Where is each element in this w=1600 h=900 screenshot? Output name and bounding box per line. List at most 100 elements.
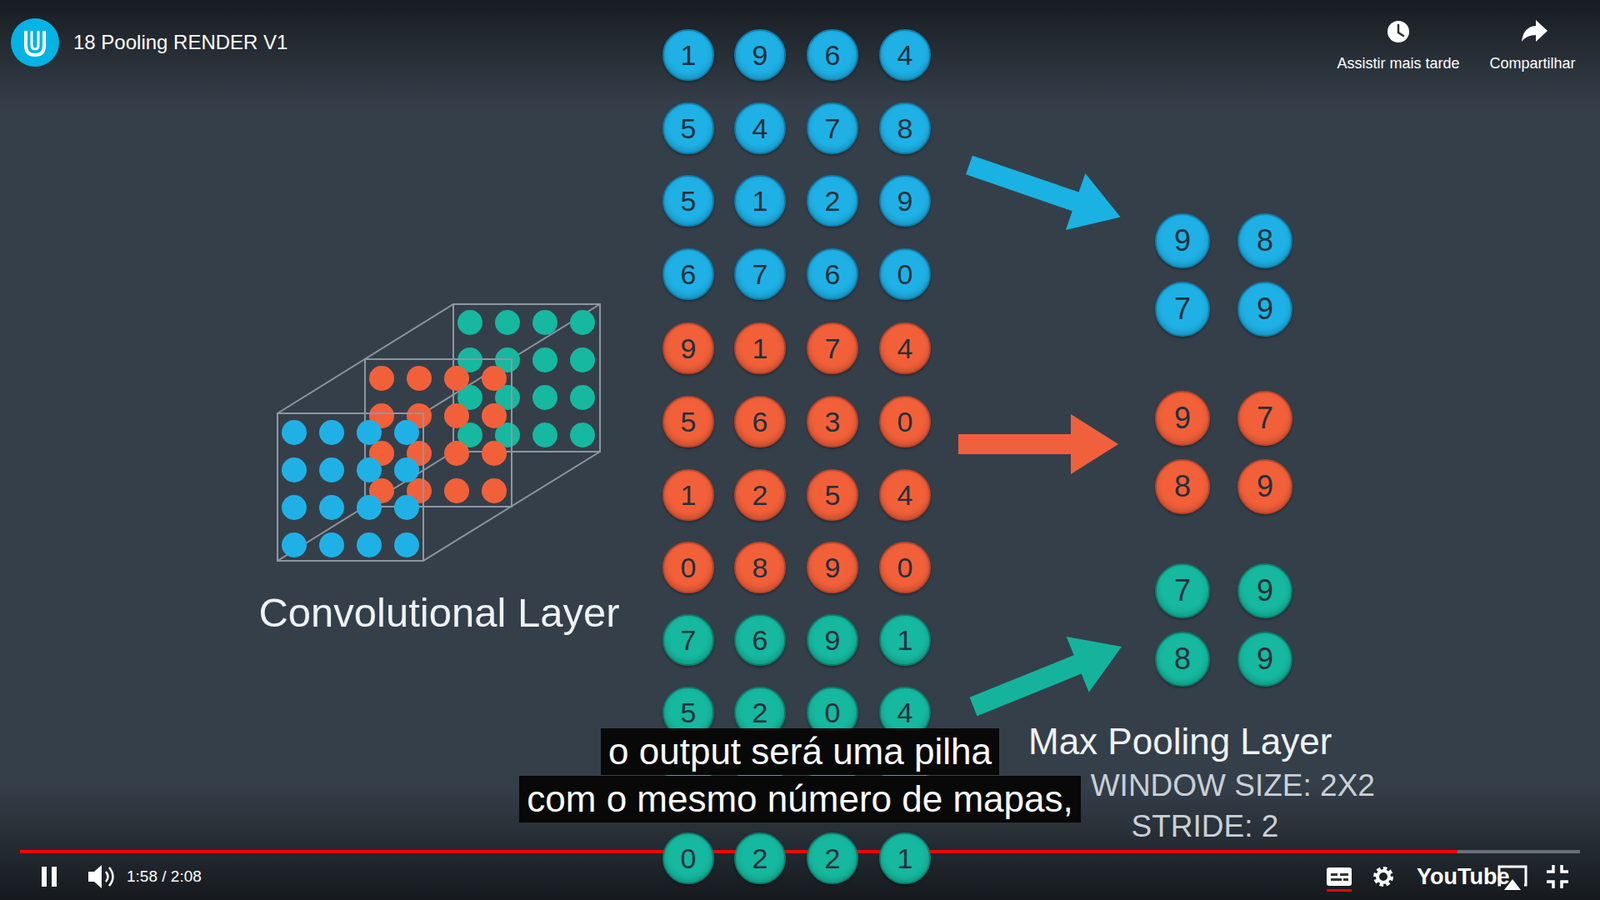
number-circle: 3 [806,395,859,448]
number-circle: 2 [734,469,786,521]
pool-arrow [962,619,1134,735]
digit: 2 [752,480,769,510]
pooled-circle: 8 [1155,459,1210,515]
digit: 8 [752,553,769,582]
pool-arrow [958,414,1119,475]
digit: 2 [752,844,769,873]
digit: 0 [897,553,914,582]
number-circle: 7 [806,322,859,375]
number-circle: 9 [806,614,859,666]
digit: 6 [752,407,769,436]
pooled-circle: 9 [1237,563,1293,619]
digit: 1 [897,625,914,655]
pooled-circle: 7 [1155,563,1210,619]
digit: 8 [1256,225,1274,256]
pooled-circle: 8 [1237,213,1293,269]
layer-label: Max Pooling Layer [1028,720,1332,765]
number-circle: 9 [734,29,786,81]
digit: 7 [680,625,697,655]
number-circle: 9 [662,322,715,375]
number-circle: 6 [734,395,786,448]
digit: 4 [752,114,769,143]
digit: 1 [680,480,697,510]
layer-label: Convolutional Layer [258,588,620,638]
digit: 9 [1256,644,1274,675]
digit: 6 [752,625,769,655]
digit: 9 [680,334,697,363]
digit: 2 [825,186,841,215]
number-circle: 2 [806,175,859,227]
digit: 0 [825,698,841,727]
digit: 7 [1174,575,1191,606]
number-circle: 1 [662,469,715,521]
digit: 0 [897,407,914,436]
digit: 9 [825,625,841,655]
number-circle: 1 [734,175,786,227]
number-circle: 4 [879,29,931,81]
pooled-circle: 9 [1155,390,1210,446]
pool-arrow [959,136,1130,246]
number-circle: 1 [879,614,931,666]
digit: 9 [825,553,841,582]
number-circle: 6 [806,248,859,300]
number-circle: 0 [879,541,931,594]
pooled-circle: 9 [1155,213,1210,269]
digit: 8 [897,114,914,143]
pooled-circle: 9 [1237,281,1293,337]
digit: 5 [680,186,697,215]
number-circle: 0 [879,248,931,300]
clock-icon [1387,20,1410,43]
number-circle: 1 [662,29,715,81]
digit: 2 [752,698,769,727]
player-button-label: Assistir mais tarde [1336,55,1460,74]
number-circle: 0 [662,832,715,885]
digit: 3 [825,407,841,436]
channel-logo [10,18,60,67]
number-circle: 0 [662,541,715,594]
number-circle: 6 [734,614,786,666]
progress-track [20,850,1580,854]
number-circle: 7 [734,248,786,300]
digit: 1 [680,40,697,70]
digit: 9 [1256,294,1274,325]
parameter-label: STRIDE: 2 [1131,808,1280,845]
number-circle: 8 [734,541,786,594]
digit: 8 [1174,644,1191,675]
number-circle: 5 [806,469,859,521]
player-controls [41,865,1569,892]
number-circle: 4 [879,469,931,521]
digit: 6 [825,260,841,289]
share-icon [1521,20,1548,42]
digit: 4 [897,698,914,727]
conv-layer-figure [277,304,600,561]
digit: 9 [1256,575,1274,606]
digit: 7 [825,334,841,363]
digit: 8 [1174,471,1191,502]
digit: 0 [680,553,697,582]
number-circle: 7 [662,614,715,666]
number-circle: 6 [806,29,859,81]
number-circle: 5 [662,175,715,227]
digit: 6 [680,260,697,289]
player-button-label: Compartilhar [1489,55,1575,74]
pooled-circle: 8 [1155,631,1210,687]
digit: 4 [897,480,914,510]
video-title: 18 Pooling RENDER V1 [73,30,288,55]
pooled-circle: 9 [1237,631,1293,687]
number-circle: 7 [806,102,859,155]
digit: 0 [897,260,914,289]
digit: 9 [752,40,769,70]
digit: 5 [680,407,697,436]
pooled-circle: 7 [1237,390,1293,446]
digit: 1 [752,186,769,215]
brand-logo: YouTube [1416,863,1510,890]
digit: 1 [752,334,769,363]
number-circle: 4 [734,102,786,155]
number-circle: 5 [662,102,715,155]
number-circle: 5 [662,395,715,448]
digit: 6 [825,40,841,70]
time-display: 1:58 / 2:08 [126,867,202,887]
digit: 7 [825,114,841,143]
digit: 1 [897,844,914,873]
subtitle: o output será uma pilha [600,728,1000,776]
